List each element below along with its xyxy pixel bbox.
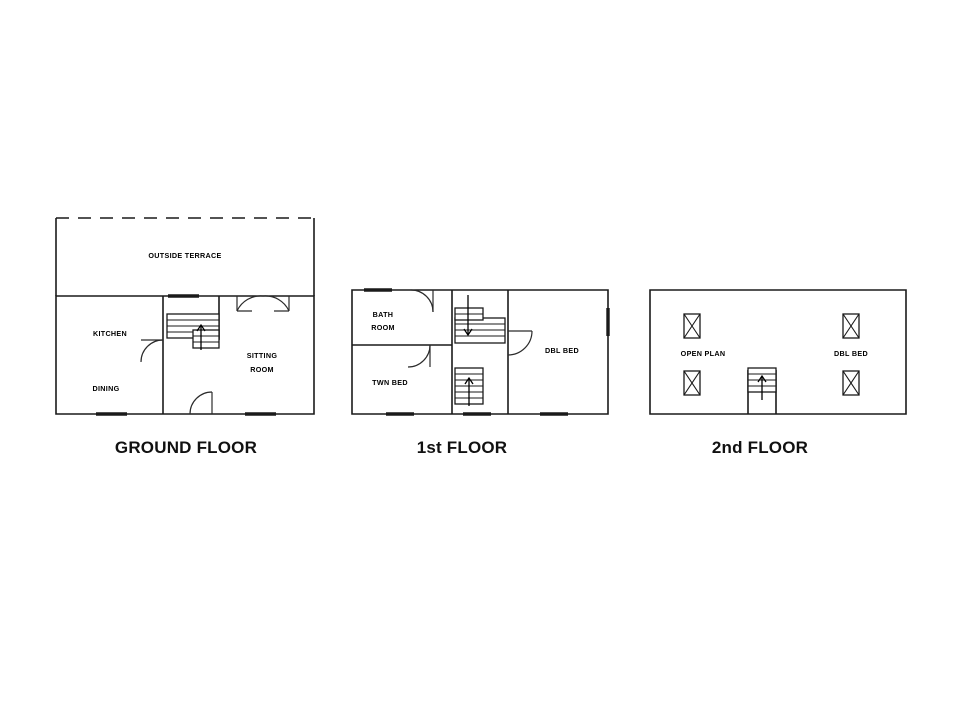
first-dbl-door-arc — [507, 330, 533, 356]
ground-kitchen-door-arc — [140, 339, 164, 363]
room-label-bath-line2: ROOM — [371, 323, 395, 332]
room-label-dbl-bed-first: DBL BED — [545, 346, 579, 355]
ground-double-door-leaf-right — [262, 295, 290, 312]
room-label-sitting-room-line1: SITTING — [247, 351, 278, 360]
room-label-bath-line1: BATH — [373, 310, 394, 319]
skylight-open-plan-lower — [683, 370, 701, 396]
room-label-dbl-bed-second: DBL BED — [834, 349, 868, 358]
room-label-outside-terrace: OUTSIDE TERRACE — [148, 251, 221, 260]
room-label-dining: DINING — [93, 384, 120, 393]
room-label-kitchen: KITCHEN — [93, 329, 127, 338]
room-label-twin-bed: TWN BED — [372, 378, 408, 387]
skylight-open-plan-upper — [683, 313, 701, 339]
skylight-dbl-bed-upper — [842, 313, 860, 339]
ground-outer-walls — [55, 295, 315, 415]
first-bath-door-arc — [410, 289, 434, 313]
ground-stair-up-arrow-head — [196, 323, 206, 332]
first-stair-down-treads — [455, 323, 505, 337]
room-label-sitting-room-line2: ROOM — [250, 365, 274, 374]
ground-double-door-leaf-left — [236, 295, 264, 312]
skylight-dbl-bed-lower — [842, 370, 860, 396]
room-label-open-plan: OPEN PLAN — [681, 349, 726, 358]
first-stair-up-arrow-head — [464, 376, 474, 385]
second-stair-up-arrow-head — [757, 374, 767, 383]
floor-title-first: 1st FLOOR — [417, 438, 508, 457]
ground-floor-plan: OUTSIDE TERRACE KITCHEN DINING SITTING R… — [55, 217, 315, 457]
ground-stair-landing-treads — [193, 335, 219, 343]
ground-entrance-door-arc — [189, 391, 213, 415]
first-stair-down-arrow-head — [463, 328, 473, 337]
floor-title-second: 2nd FLOOR — [712, 438, 808, 457]
first-outer-walls — [351, 289, 609, 415]
ground-stair-landing — [192, 329, 220, 349]
second-outer-walls — [649, 289, 907, 415]
floor-title-ground: GROUND FLOOR — [115, 438, 257, 457]
second-floor-plan: OPEN PLAN DBL BED 2nd FLOOR — [649, 289, 907, 457]
first-floor-plan: BATH ROOM TWN BED DBL BED 1st FLOOR — [351, 288, 610, 457]
ground-double-door-jambs — [236, 296, 290, 311]
first-twin-door-arc — [407, 344, 431, 368]
